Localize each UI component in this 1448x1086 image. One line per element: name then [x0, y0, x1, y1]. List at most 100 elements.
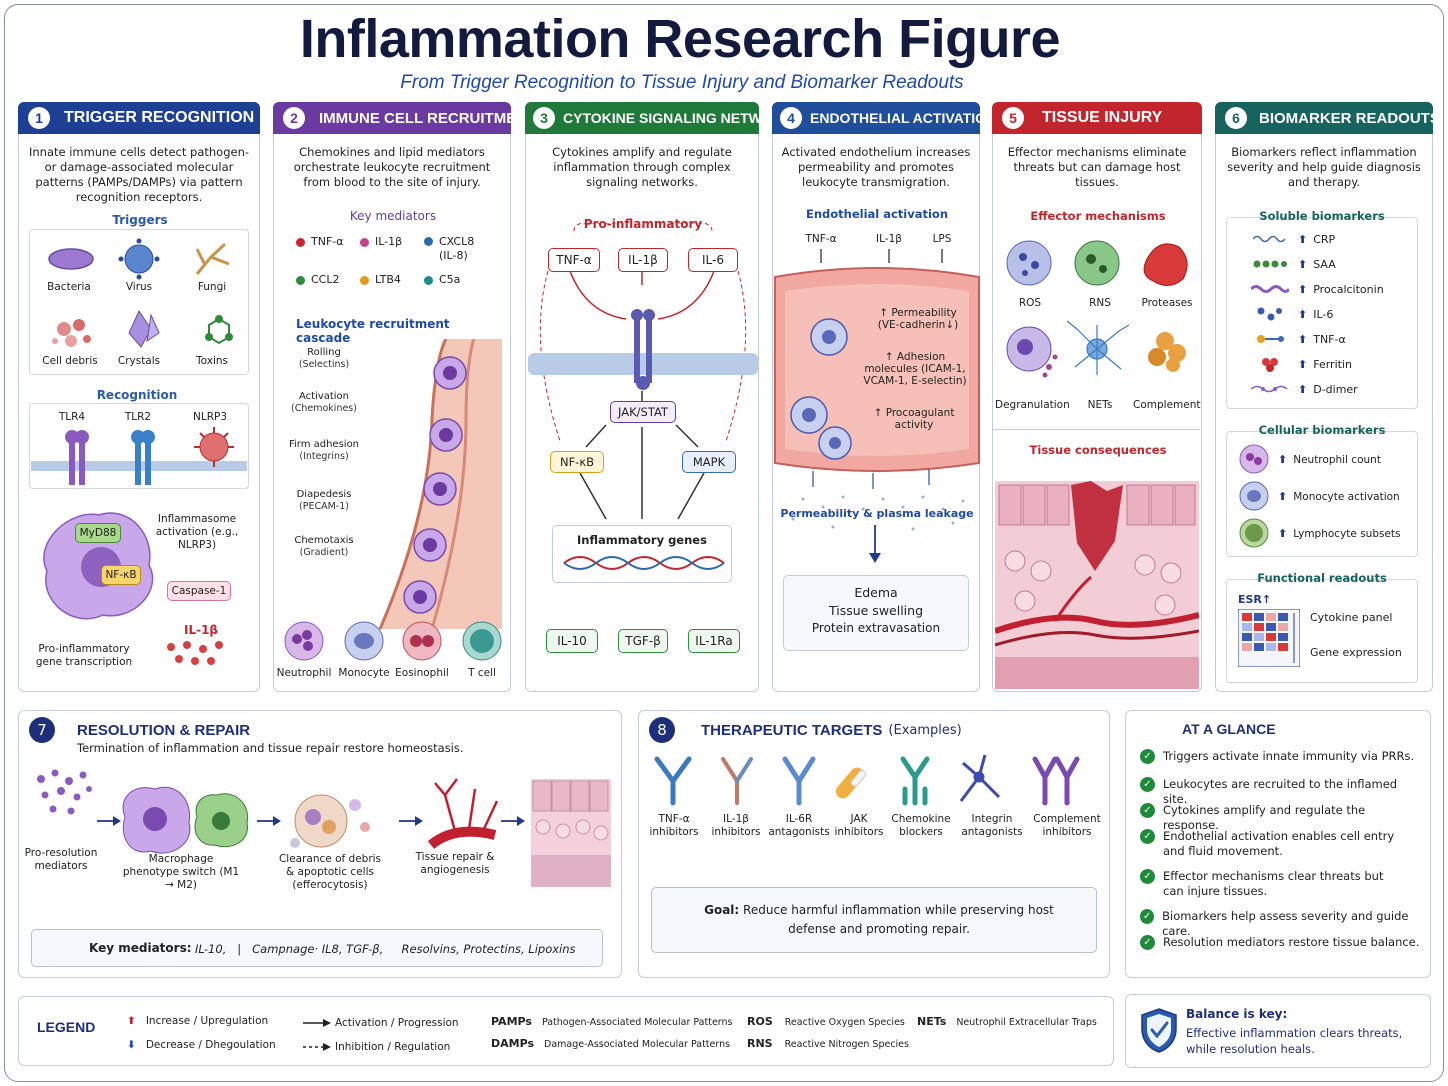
neutrophil-icon — [284, 621, 324, 661]
key-mediators-values: IL-10, | Campnage· IL8, TGF-β, Resolvins… — [195, 942, 576, 956]
key-mediators-label: Key mediators — [349, 209, 437, 223]
up-arrow-icon: ⬆ — [127, 1015, 136, 1027]
panel-number: 6 — [1225, 107, 1247, 129]
panel-title: ENDOTHELIAL ACTIVATION — [810, 110, 997, 126]
panel-at-a-glance: AT A GLANCE ✓Triggers activate innate im… — [1125, 710, 1431, 978]
soluble-label: Soluble biomarkers — [1259, 209, 1385, 223]
panel-description: Innate immune cells detect pathogen- or … — [28, 145, 250, 204]
plasma-leakage-label: Permeability & plasma leakage — [780, 507, 974, 520]
receptor-icons — [31, 427, 247, 485]
anti-tgfb: TGF-β — [618, 629, 668, 653]
page-subtitle: From Trigger Recognition to Tissue Injur… — [400, 72, 964, 93]
recognition-box — [29, 403, 249, 489]
target-tnfa: TNF-α inhibitors — [649, 813, 699, 838]
trigger-label-fungi: Fungi — [197, 281, 227, 293]
glance-item: ✓Cytokines amplify and regulate the resp… — [1140, 803, 1424, 833]
anti-il1ra: IL-1Ra — [688, 629, 740, 653]
panel-number: 1 — [28, 107, 50, 129]
step-chemotaxis: Chemotaxis(Gradient) — [294, 535, 354, 558]
esr-label: ESR↑ — [1238, 593, 1272, 606]
panel-title: TISSUE INJURY — [1042, 109, 1163, 126]
myd88-badge: MyD88 — [75, 523, 121, 543]
panel-header: 2 IMMUNE CELL RECRUITMENT — [273, 102, 536, 134]
inflammasome-label: Inflammasome activation (e.g., NLRP3) — [155, 513, 239, 551]
resolution-sequence — [37, 769, 611, 887]
eosinophil-icon — [402, 621, 442, 661]
endothelium-illustration — [774, 249, 980, 563]
soluble-list: ⬆CRP ⬆SAA ⬆Procalcitonin ⬆IL-6 ⬆TNF-α ⬆F… — [1230, 227, 1420, 407]
outcome-edema: Edema — [854, 585, 898, 600]
toxins-icon — [205, 315, 233, 345]
glance-item: ✓Endothelial activation enables cell ent… — [1140, 829, 1404, 859]
down-arrow-icon: ⬇ — [127, 1039, 136, 1051]
panel-biomarker-readouts: 6 BIOMARKER READOUTS Biomarkers reflect … — [1215, 102, 1440, 692]
check-icon: ✓ — [1140, 777, 1155, 792]
balance-title: Balance is key: — [1186, 1007, 1288, 1021]
step-tissue-repair: Tissue repair & angiogenesis — [415, 851, 495, 876]
panel-immune-cell-recruitment: 2 IMMUNE CELL RECRUITMENT Chemokines and… — [273, 102, 536, 692]
panel-header: 4 ENDOTHELIAL ACTIVATION — [772, 102, 996, 134]
trigger-label-cell-debris: Cell debris — [42, 355, 98, 367]
effector-rns: RNS — [1089, 297, 1111, 309]
trigger-label-toxins: Toxins — [196, 355, 228, 367]
glance-item: ✓Leukocytes are recruited to the inflame… — [1140, 777, 1424, 807]
neutrophil-icon — [1239, 444, 1269, 474]
legend-arrow-icons — [303, 1019, 331, 1051]
biomarker-crp: ⬆CRP — [1230, 227, 1410, 251]
inhibition-arrow-icon — [303, 1043, 331, 1051]
jak-stat-node: JAK/STAT — [610, 401, 676, 423]
caspase-badge: Caspase-1 — [167, 581, 231, 601]
capsule-icon — [835, 767, 867, 799]
biomarker-ferritin: ⬆Ferritin — [1230, 352, 1410, 376]
figure-frame — [4, 4, 1444, 1082]
effector-icons — [1006, 240, 1188, 378]
proteases-icon — [1143, 243, 1188, 286]
goal-box — [651, 887, 1097, 953]
cellular-neutrophil: ⬆Neutrophil count — [1278, 453, 1381, 466]
procoagulant-effect: ↑ Procoagulant activity — [873, 407, 955, 431]
panel-header: 8 THERAPEUTIC TARGETS (Examples) — [649, 717, 962, 743]
fungi-icon — [195, 242, 230, 275]
balance-text: Effective inflammation clears threats, w… — [1186, 1026, 1403, 1056]
ros-icon — [1006, 240, 1052, 286]
step-firm-adhesion: Firm adhesion(Integrins) — [288, 439, 360, 462]
lymphocyte-icon — [1239, 518, 1269, 548]
legend: LEGEND ⬆Increase / Upregulation ⬇Decreas… — [18, 996, 1114, 1066]
effector-degranulation: Degranulation — [995, 399, 1070, 411]
panel-trigger-recognition: 1 TRIGGER RECOGNITION Innate immune cell… — [18, 102, 260, 692]
target-il1b: IL-1β inhibitors — [711, 813, 761, 838]
effector-proteases: Proteases — [1141, 297, 1193, 309]
key-mediators-label: Key mediators: — [89, 941, 192, 955]
wave-icon — [1250, 234, 1290, 244]
trigger-label-virus: Virus — [125, 281, 153, 293]
balance-box: Balance is key: Effective inflammation c… — [1125, 994, 1431, 1068]
tlr4-icon — [65, 430, 89, 485]
monocyte-icon — [1239, 481, 1269, 511]
panel-number: 4 — [780, 107, 802, 129]
cell-label-neutrophil: Neutrophil — [276, 667, 332, 679]
goal-text-block: Goal: Reduce harmful inflammation while … — [679, 901, 1079, 939]
il1b-dots — [167, 641, 223, 665]
panel-title: TRIGGER RECOGNITION — [64, 109, 255, 126]
input-il1b: IL-1β — [876, 233, 902, 245]
dots-icon — [1250, 307, 1290, 321]
panel-description: Effector mechanisms eliminate threats bu… — [1007, 145, 1187, 189]
cell-label-monocyte: Monocyte — [338, 667, 390, 679]
monocyte-icon — [344, 621, 384, 661]
edema-outcome-box — [783, 575, 969, 651]
antibody-il1b-icon — [721, 757, 753, 805]
panel-resolution-repair: 7 RESOLUTION & REPAIR Termination of inf… — [18, 710, 622, 978]
dna-helix-icon — [563, 556, 725, 570]
bacteria-icon — [48, 248, 94, 270]
immune-cell-illustration — [43, 512, 154, 620]
functional-box — [1226, 579, 1418, 683]
effector-complement: Complement — [1133, 399, 1201, 411]
therapeutic-icons — [654, 754, 1080, 806]
mediator-tnfa: TNF-α — [296, 235, 344, 248]
panel-title: RESOLUTION & REPAIR — [77, 721, 251, 739]
heatmap-icon — [1238, 609, 1300, 667]
cell-membrane — [528, 353, 758, 375]
cell-label-t-cell: T cell — [468, 667, 496, 679]
effector-nets: NETs — [1087, 399, 1113, 411]
check-icon: ✓ — [1140, 749, 1155, 764]
